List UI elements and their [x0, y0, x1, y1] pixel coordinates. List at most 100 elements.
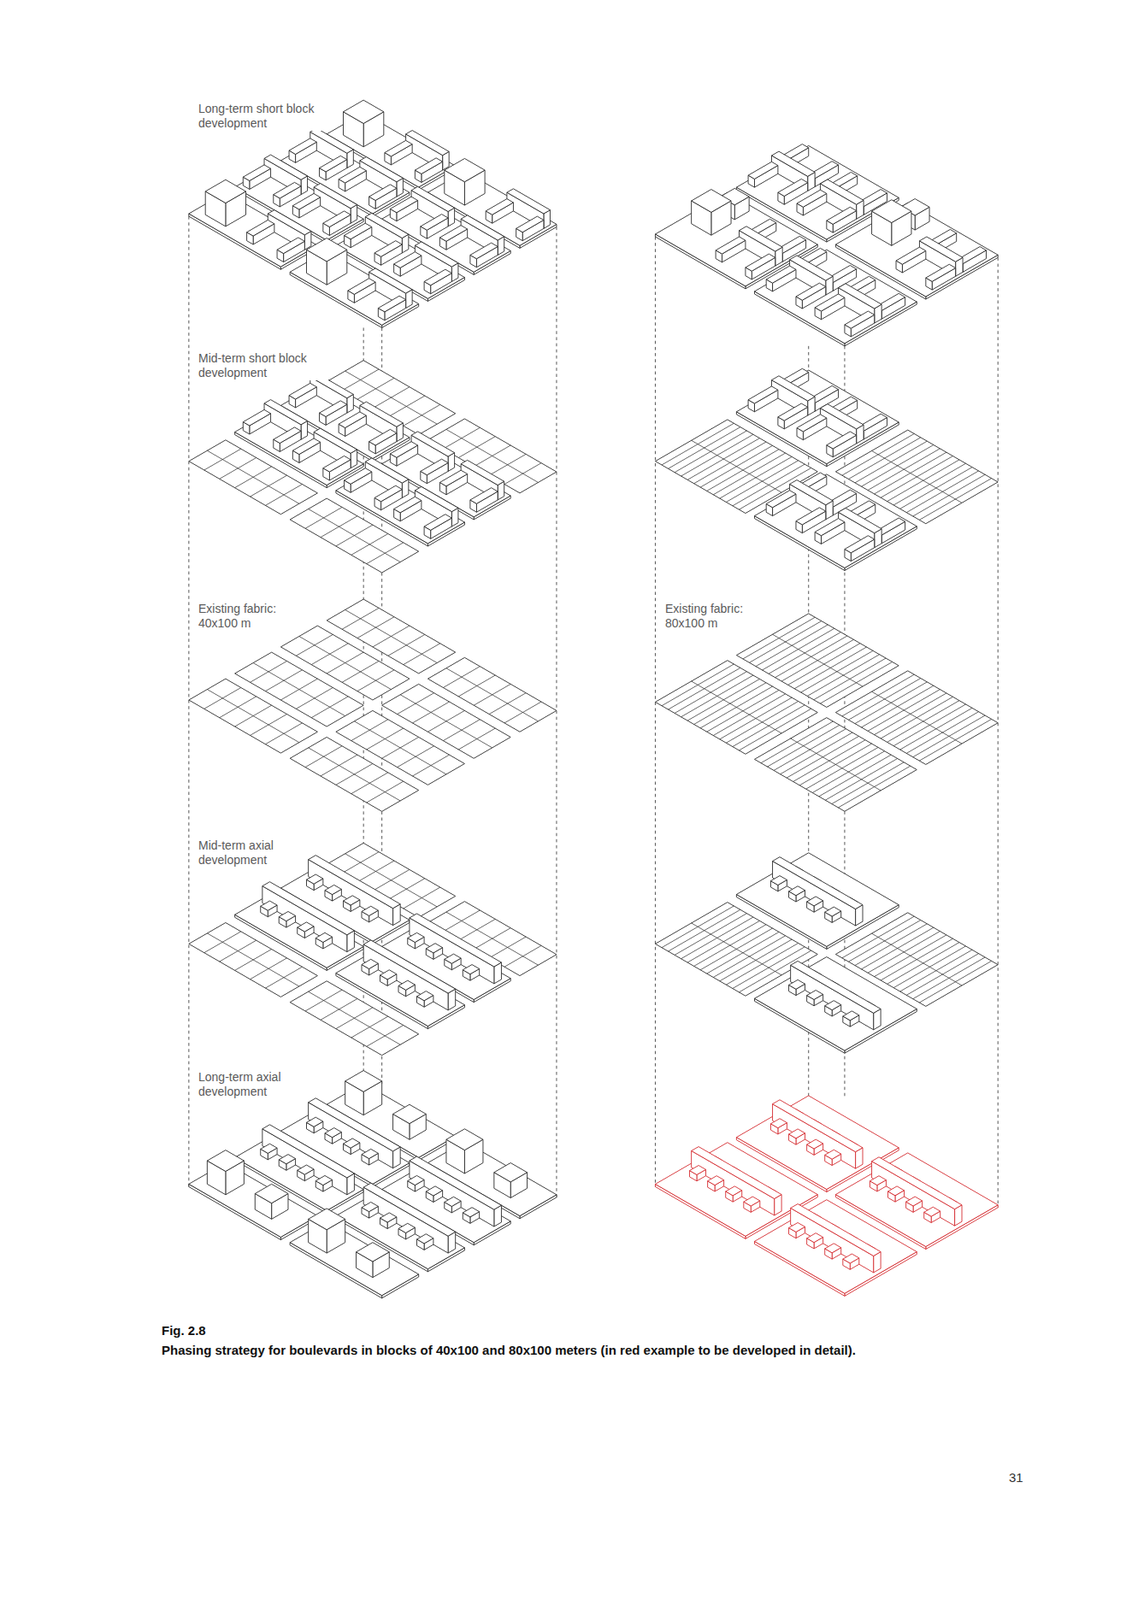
building-volume [772, 857, 863, 910]
guide-line [555, 227, 557, 1198]
layer-label: Long-term short block development [196, 101, 329, 131]
building-volume [277, 237, 305, 254]
building-volume [807, 1233, 824, 1244]
building-volume [242, 409, 271, 426]
building-volume [691, 189, 732, 213]
building-volume [906, 1196, 923, 1207]
building-volume [345, 1071, 383, 1093]
fabric-block [188, 923, 319, 998]
building-volume [206, 1150, 244, 1173]
building-volume [748, 161, 779, 179]
building-volume [462, 965, 479, 975]
layer [188, 1071, 557, 1299]
building-volume [736, 853, 899, 948]
building-volume [306, 1117, 323, 1127]
layer [188, 599, 557, 812]
fabric-block [289, 981, 419, 1056]
building-volume [825, 1244, 842, 1254]
building-volume [377, 295, 406, 313]
building-volume [835, 202, 998, 297]
building-volume [338, 412, 366, 429]
building-volume [689, 1166, 707, 1176]
building-volume [278, 1155, 295, 1165]
building-volume [843, 1254, 860, 1264]
building-volume [297, 922, 314, 932]
building-volume [715, 236, 746, 254]
figure-number: Fig. 2.8 [161, 1323, 207, 1339]
building-volume [315, 1175, 332, 1186]
parcel-lines [842, 674, 992, 761]
building-volume [795, 507, 826, 525]
building-volume [254, 1184, 289, 1203]
building-volume [707, 1176, 725, 1186]
building-volume [439, 225, 467, 242]
building-volume [789, 1222, 806, 1233]
building-volume [398, 1223, 415, 1233]
building-volume [384, 140, 413, 157]
building-volume [308, 1098, 401, 1152]
building-volume [745, 253, 776, 272]
building-volume [470, 242, 498, 260]
building-volume [790, 961, 881, 1014]
building-volume [444, 1196, 461, 1207]
building-volume [361, 1202, 378, 1212]
building-volume [872, 1157, 962, 1210]
building-volume [369, 184, 397, 201]
building-volume [338, 166, 366, 183]
building-volume [242, 165, 271, 182]
building-volume [743, 1196, 761, 1207]
fabric-block [835, 671, 998, 766]
building-volume [869, 1176, 886, 1186]
parcel-lines [442, 666, 542, 724]
building-volume [409, 913, 502, 967]
building-volume [398, 980, 415, 991]
building-volume [420, 214, 449, 231]
building-volume [343, 1138, 360, 1149]
building-volume [736, 370, 899, 465]
building-volume [470, 488, 498, 505]
building-volume [424, 514, 452, 531]
building-volume [725, 1186, 743, 1197]
building-volume [789, 979, 806, 990]
building-volume [826, 431, 857, 449]
building-volume [789, 1129, 806, 1139]
building-volume [825, 907, 842, 917]
building-volume [394, 252, 422, 269]
building-volume [790, 1204, 881, 1257]
page-number: 31 [1008, 1470, 1024, 1486]
building-volume [297, 1165, 314, 1175]
parcel-lines [842, 433, 992, 520]
building-volume [393, 1104, 427, 1124]
building-volume [417, 991, 434, 1002]
building-volume [356, 1243, 390, 1262]
layer-label: Long-term axial development [196, 1070, 303, 1100]
layer [188, 100, 557, 328]
layer [188, 360, 557, 573]
building-volume [344, 468, 372, 485]
building-volume [389, 442, 418, 459]
building-volume [260, 901, 278, 911]
building-volume [825, 1001, 842, 1011]
guide-line [188, 216, 189, 1187]
layer [188, 843, 557, 1056]
layer [654, 853, 998, 1054]
layer-label: Mid-term short block development [196, 351, 329, 381]
building-volume [754, 1200, 917, 1295]
building-volume [260, 1143, 278, 1154]
building-volume [691, 1147, 782, 1200]
building-volume [292, 438, 320, 455]
building-volume [444, 158, 485, 182]
building-volume [872, 200, 912, 224]
building-volume [407, 932, 425, 943]
building-volume [273, 182, 301, 199]
building-volume [770, 1119, 787, 1129]
building-volume [826, 206, 857, 225]
building-volume [288, 383, 317, 400]
building-volume [807, 990, 824, 1001]
building-volume [485, 199, 513, 216]
building-volume [439, 470, 467, 487]
building-volume [778, 178, 808, 196]
building-volume [924, 1207, 941, 1217]
building-volume [888, 1186, 905, 1197]
building-volume [414, 158, 443, 175]
